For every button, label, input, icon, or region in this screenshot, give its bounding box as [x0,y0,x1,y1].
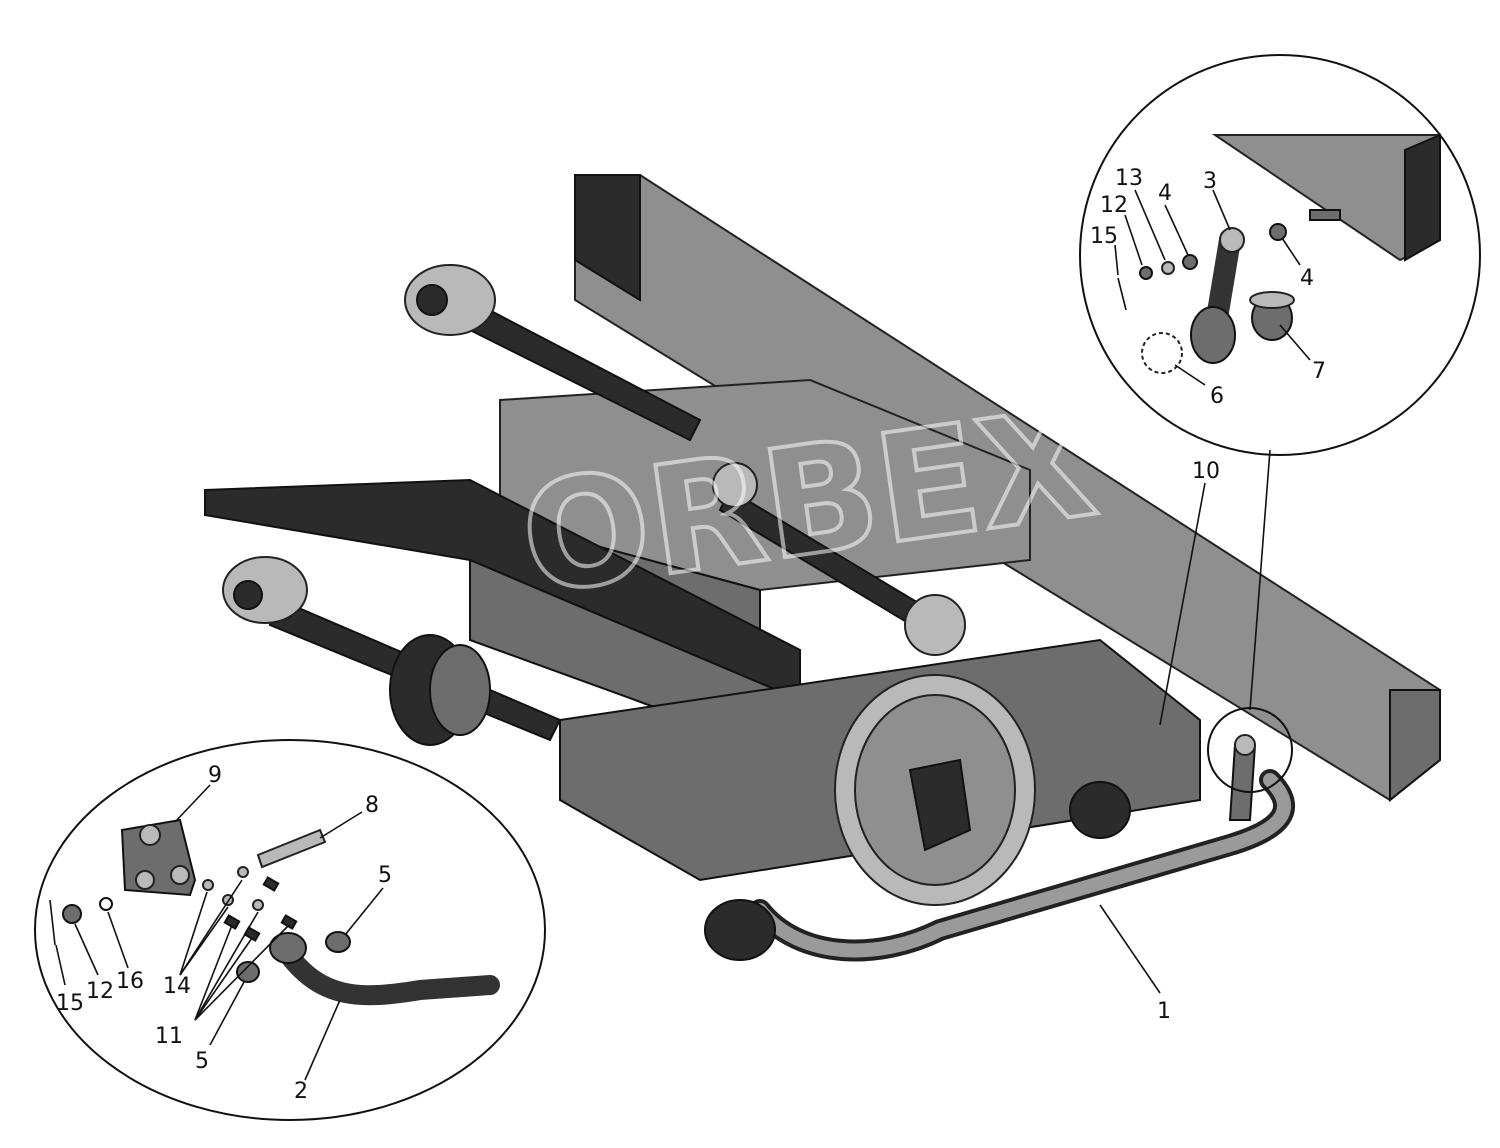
label-10: 10 [1192,459,1220,484]
label-13: 13 [1115,166,1143,191]
label-12b: 12 [86,979,114,1004]
detail-leader-line [1249,449,1271,711]
bushing-part-5b [236,961,260,983]
bushing-part-4b [1269,223,1287,241]
bushing-part-4a [1182,254,1198,270]
label-7: 7 [1312,359,1326,384]
label-5a: 5 [378,863,392,888]
label-12: 12 [1100,193,1128,218]
nut-part-12b [62,904,82,924]
top-detail-callout: 13 12 15 4 3 4 7 6 [1079,54,1481,456]
label-11: 11 [155,1024,183,1049]
pin-part [1309,209,1341,221]
label-14: 14 [163,974,191,999]
label-4b: 4 [1300,266,1314,291]
label-3: 3 [1203,169,1217,194]
axle-housing [559,638,1201,906]
drop-link [1228,734,1257,821]
washer-part-13 [1161,261,1175,275]
anti-roll-bar [704,769,1296,962]
label-5b: 5 [195,1049,209,1074]
label-15b: 15 [56,991,84,1016]
circlip-part-6 [1141,332,1183,374]
label-8: 8 [365,793,379,818]
label-16: 16 [116,969,144,994]
cotter-pin-part-15b [49,899,56,946]
label-15: 15 [1090,224,1118,249]
washer-part-16 [99,897,113,911]
reaction-rod-right [712,462,966,656]
main-labels: 10 1 [1099,459,1220,1024]
arm-part-2 [275,940,500,1006]
reaction-rod-upper [404,264,702,442]
label-2: 2 [294,1079,308,1104]
cotter-pin-part-15 [1117,277,1127,311]
bushing-part-5a [325,931,351,953]
label-9: 9 [208,763,222,788]
label-1: 1 [1157,999,1171,1024]
label-4a: 4 [1158,181,1172,206]
bottom-detail-callout: 9 8 5 16 12 15 14 11 5 2 [34,739,546,1121]
nut-part-12 [1139,266,1153,280]
brake-chamber [389,634,491,746]
pin-part-8 [256,828,327,869]
label-6: 6 [1210,384,1224,409]
